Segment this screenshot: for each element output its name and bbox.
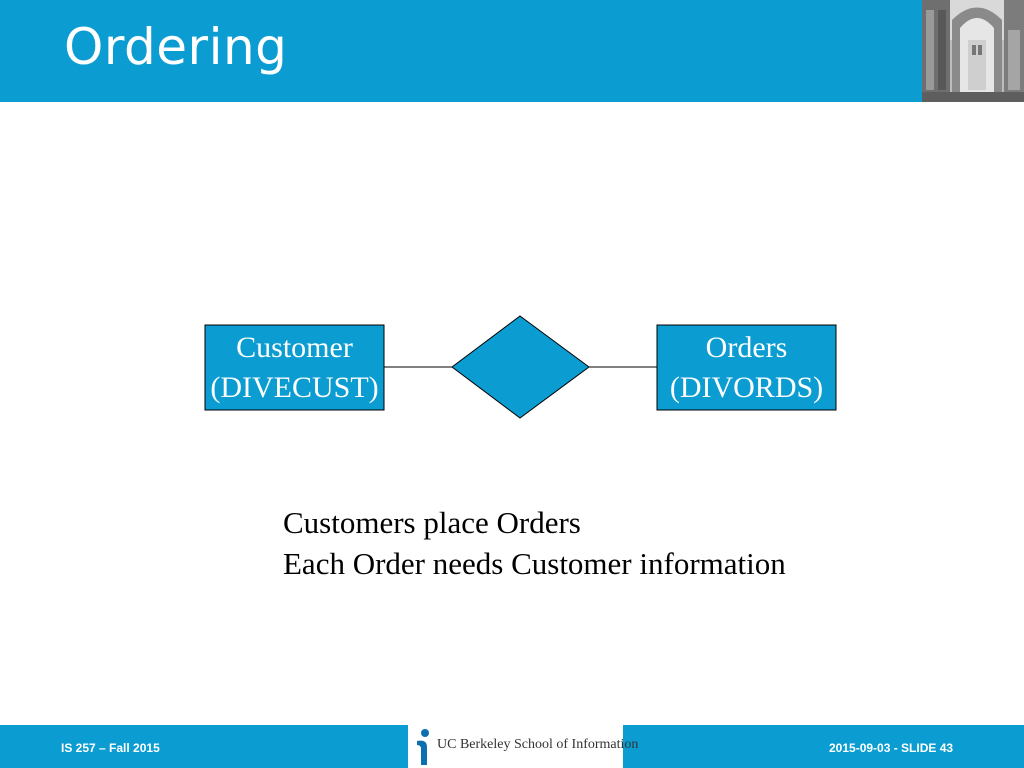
entity-orders-label: Orders (DIVORDS) (657, 328, 836, 408)
logo-mark-icon (417, 729, 429, 765)
entity-customer-label: Customer (DIVECUST) (205, 328, 384, 408)
slide-title: Ordering (64, 18, 288, 76)
entity-orders-table: (DIVORDS) (669, 371, 824, 404)
logo-text: UC Berkeley School of Information (437, 737, 639, 752)
header-band (0, 0, 1024, 102)
footer-bar-right (623, 725, 1024, 768)
entity-customer-name: Customer (236, 331, 353, 364)
berkeley-logo (408, 725, 623, 768)
footer-bar-left (0, 725, 408, 768)
building-photo (922, 0, 1024, 102)
entity-orders-box (656, 324, 837, 411)
entity-customer-table: (DIVECUST) (210, 371, 379, 404)
relationship-diamond (451, 315, 590, 419)
footer-date-slide: 2015-09-03 - SLIDE 43 (829, 741, 954, 755)
entity-orders-name: Orders (705, 331, 788, 364)
entity-customer-box (204, 324, 385, 411)
body-text-line-2: Each Order needs Customer information (283, 546, 786, 581)
body-text-line-1: Customers place Orders (283, 505, 581, 540)
footer-course-label: IS 257 – Fall 2015 (61, 741, 160, 755)
